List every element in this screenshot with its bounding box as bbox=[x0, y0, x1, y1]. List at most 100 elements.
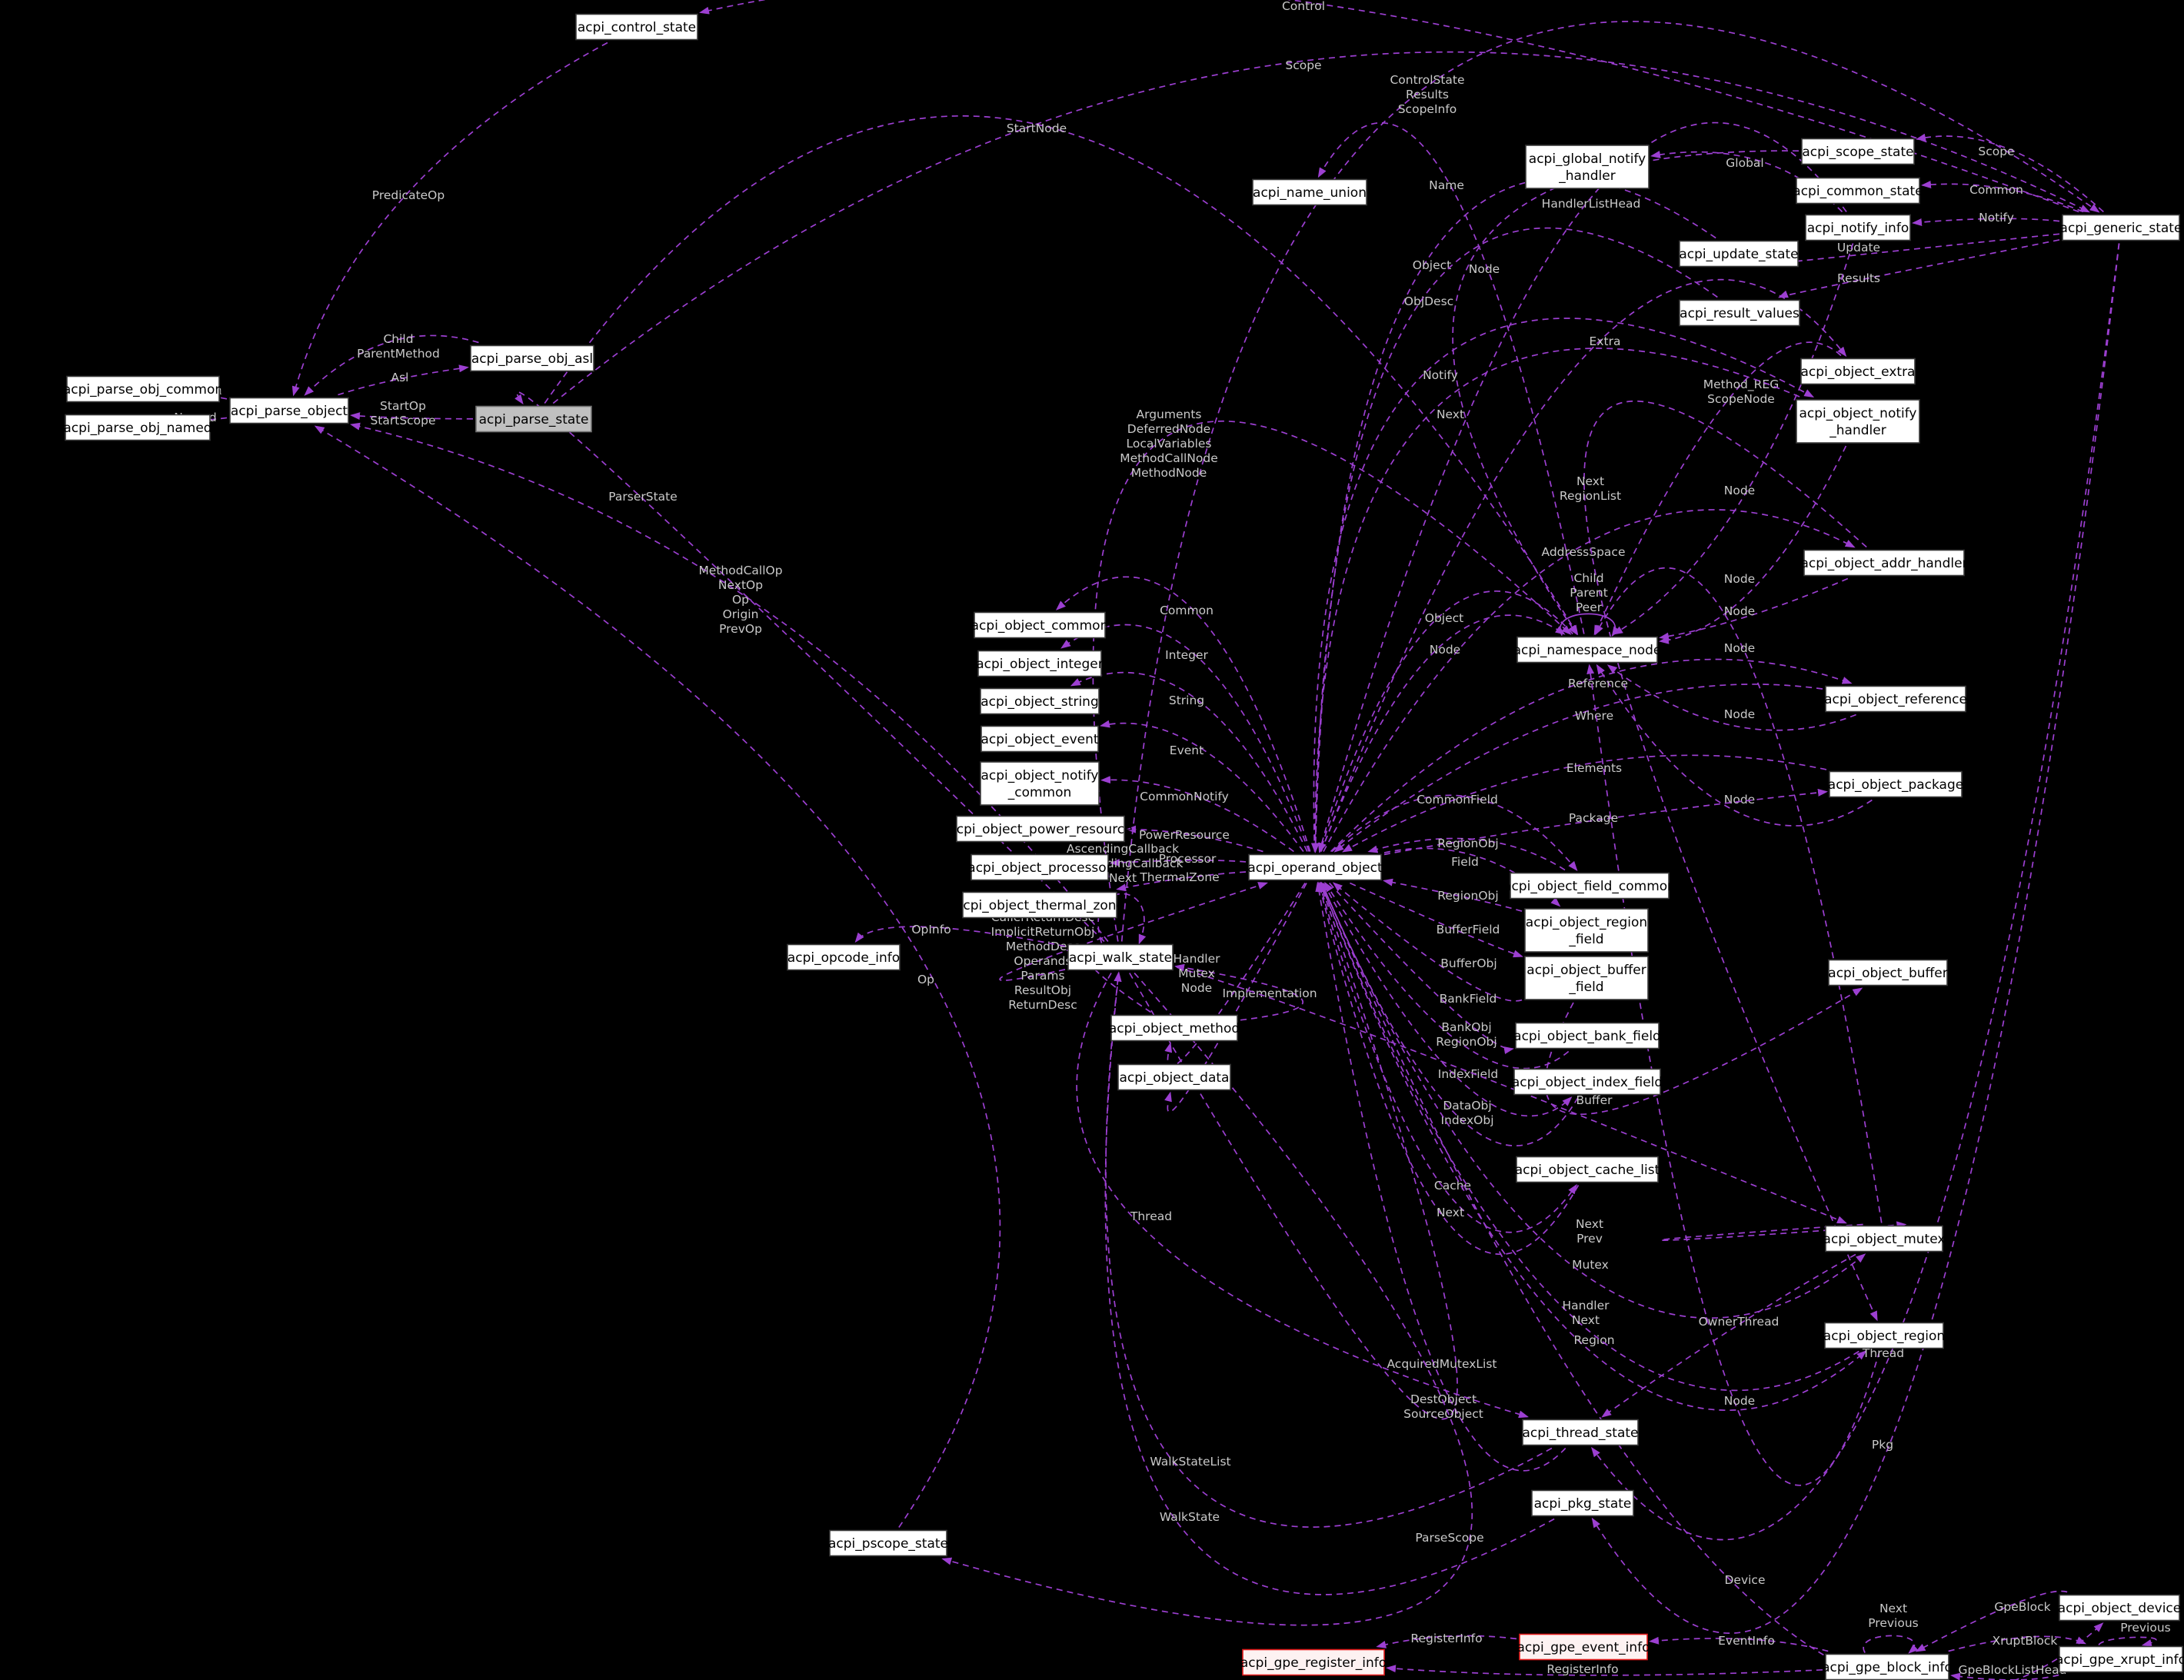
node-object_region[interactable]: acpi_object_region bbox=[1823, 1322, 1945, 1349]
edge-operand_object-buffer_field bbox=[1350, 882, 1523, 958]
node-object_mutex[interactable]: acpi_object_mutex bbox=[1823, 1225, 1946, 1253]
node-object_string[interactable]: acpi_object_string bbox=[980, 687, 1100, 715]
edge-walk_state-opcode_info bbox=[854, 926, 1066, 947]
edge-label: EventInfo bbox=[1718, 1634, 1775, 1648]
node-object_notify_handler[interactable]: acpi_object_notify_handler bbox=[1796, 399, 1920, 444]
node-generic_state[interactable]: acpi_generic_state bbox=[2060, 214, 2182, 241]
edge-gpe_block_info-gpe_block_info bbox=[1863, 1635, 1919, 1654]
node-update_state[interactable]: acpi_update_state bbox=[1679, 240, 1799, 268]
node-index_field[interactable]: acpi_object_index_field bbox=[1512, 1068, 1663, 1096]
node-object_extra[interactable]: acpi_object_extra bbox=[1800, 358, 1916, 385]
node-buffer_field[interactable]: acpi_object_buffer_field bbox=[1524, 956, 1649, 1000]
edge-label: Common bbox=[1160, 604, 1214, 617]
edge-label: RegisterInfo bbox=[1546, 1662, 1618, 1676]
node-global_notify[interactable]: acpi_global_notify_handler bbox=[1525, 145, 1650, 189]
node-object_integer[interactable]: acpi_object_integer bbox=[976, 650, 1104, 677]
node-notify_info[interactable]: acpi_notify_info bbox=[1805, 214, 1911, 241]
node-pkg_state[interactable]: acpi_pkg_state bbox=[1531, 1489, 1634, 1517]
edge-notify_info-operand_object bbox=[1317, 121, 1847, 853]
edge-operand_object-cache_list bbox=[1318, 883, 1577, 1233]
node-object_thermal_zone[interactable]: acpi_object_thermal_zone bbox=[955, 891, 1124, 919]
edge-object_notify_handler-namespace_node bbox=[1659, 445, 1847, 644]
node-parse_obj_common[interactable]: acpi_parse_obj_common bbox=[63, 375, 223, 403]
edge-label: Object bbox=[1413, 258, 1451, 272]
node-object_buffer[interactable]: acpi_object_buffer bbox=[1828, 959, 1948, 986]
edge-operand_object-object_string bbox=[1070, 671, 1308, 852]
edge-operand_object-object_method bbox=[1164, 883, 1306, 1067]
node-pscope_state[interactable]: acpi_pscope_state bbox=[828, 1529, 948, 1557]
edge-label: PredicateOp bbox=[372, 188, 444, 202]
node-walk_state[interactable]: acpi_walk_state bbox=[1067, 943, 1174, 971]
edge-operand_object-object_thermal_zone bbox=[1116, 871, 1247, 892]
node-common_state[interactable]: acpi_common_state bbox=[1793, 177, 1923, 205]
node-name_union[interactable]: acpi_name_union bbox=[1252, 178, 1367, 206]
edge-label: Scope bbox=[1285, 58, 1321, 72]
edge-object_mutex-object_mutex bbox=[1660, 1221, 1907, 1241]
node-object_event[interactable]: acpi_object_event bbox=[980, 725, 1099, 753]
edge-label: HandlerListHead bbox=[1542, 197, 1641, 211]
node-control_state[interactable]: acpi_control_state bbox=[575, 13, 698, 41]
edge-label: WalkStateList bbox=[1150, 1455, 1230, 1469]
edge-label: AcquiredMutexList bbox=[1387, 1357, 1497, 1371]
edge-label: AddressSpace bbox=[1542, 545, 1626, 559]
node-thread_state[interactable]: acpi_thread_state bbox=[1522, 1419, 1639, 1446]
edge-parse_obj_asl-parse_object bbox=[304, 334, 479, 396]
node-field_common[interactable]: acpi_object_field_common bbox=[1503, 872, 1676, 900]
node-region_field[interactable]: acpi_object_region_field bbox=[1524, 908, 1649, 953]
edge-walk_state-thread_state bbox=[1076, 973, 1529, 1419]
edge-label: Extra bbox=[1590, 334, 1621, 348]
edge-thread_state-operand_object bbox=[1315, 881, 1566, 1472]
edge-operand_object-object_event bbox=[1100, 720, 1304, 853]
edge-parse_state-generic_state bbox=[552, 51, 2090, 404]
edge-object_reference-operand_object bbox=[1333, 684, 1823, 853]
node-object_power_resource[interactable]: acpi_object_power_resource bbox=[948, 815, 1133, 843]
node-object_notify_common[interactable]: acpi_object_notify_common bbox=[980, 761, 1100, 806]
node-namespace_node[interactable]: acpi_namespace_node bbox=[1513, 636, 1662, 664]
edge-label: Node bbox=[1724, 604, 1755, 618]
node-object_package[interactable]: acpi_object_package bbox=[1828, 770, 1963, 798]
edge-label: OpInfo bbox=[911, 923, 951, 936]
node-object_reference[interactable]: acpi_object_reference bbox=[1824, 685, 1967, 713]
edge-buffer_field-object_buffer bbox=[1544, 987, 1863, 1115]
edge-gpe_block_info-gpe_event_info bbox=[1649, 1636, 1829, 1652]
node-parse_state[interactable]: acpi_parse_state bbox=[475, 405, 592, 433]
edge-label: Thread bbox=[1862, 1346, 1904, 1360]
node-parse_obj_named[interactable]: acpi_parse_obj_named bbox=[63, 414, 212, 441]
node-object_common[interactable]: acpi_object_common bbox=[971, 611, 1109, 639]
edge-operand_object-index_field bbox=[1323, 883, 1573, 1117]
node-cache_list[interactable]: acpi_object_cache_list bbox=[1515, 1156, 1660, 1183]
node-object_processor[interactable]: acpi_object_processor bbox=[967, 853, 1112, 881]
edge-addr_handler-object_region bbox=[1583, 400, 1878, 1322]
node-result_values[interactable]: acpi_result_values bbox=[1679, 299, 1800, 327]
node-gpe_event_info[interactable]: acpi_gpe_event_info bbox=[1516, 1633, 1650, 1661]
node-parse_object[interactable]: acpi_parse_object bbox=[229, 397, 349, 424]
node-opcode_info[interactable]: acpi_opcode_info bbox=[787, 943, 901, 971]
node-operand_object[interactable]: acpi_operand_object bbox=[1247, 853, 1383, 881]
edge-label: Control bbox=[1282, 0, 1325, 13]
edge-operand_object-object_reference bbox=[1330, 658, 1853, 853]
node-object_data[interactable]: acpi_object_data bbox=[1117, 1063, 1231, 1091]
edge-label: BufferObj bbox=[1440, 956, 1497, 970]
node-object_method[interactable]: acpi_object_method bbox=[1109, 1014, 1240, 1042]
edge-label: Op bbox=[917, 973, 934, 986]
edge-label: Device bbox=[1724, 1573, 1765, 1587]
node-gpe_xrupt_info[interactable]: acpi_gpe_xrupt_info bbox=[2056, 1645, 2184, 1673]
edge-label: PowerResource bbox=[1139, 828, 1230, 842]
edge-object_method-object_mutex bbox=[1085, 949, 1847, 1224]
edge-label: RegionObj bbox=[1437, 837, 1498, 850]
node-parse_obj_asl[interactable]: acpi_parse_obj_asl bbox=[470, 344, 594, 372]
edge-label: RegionObj bbox=[1437, 889, 1498, 903]
edge-operand_object-object_notify_common bbox=[1100, 776, 1294, 853]
node-scope_state[interactable]: acpi_scope_state bbox=[1801, 138, 1915, 165]
node-gpe_block_info[interactable]: acpi_gpe_block_info bbox=[1822, 1653, 1953, 1680]
node-addr_handler[interactable]: acpi_object_addr_handler bbox=[1800, 549, 1968, 577]
node-object_device[interactable]: acpi_object_device bbox=[2058, 1594, 2182, 1622]
node-gpe_register_info[interactable]: acpi_gpe_register_info bbox=[1240, 1648, 1387, 1676]
node-bank_field[interactable]: acpi_object_bank_field bbox=[1513, 1022, 1661, 1050]
